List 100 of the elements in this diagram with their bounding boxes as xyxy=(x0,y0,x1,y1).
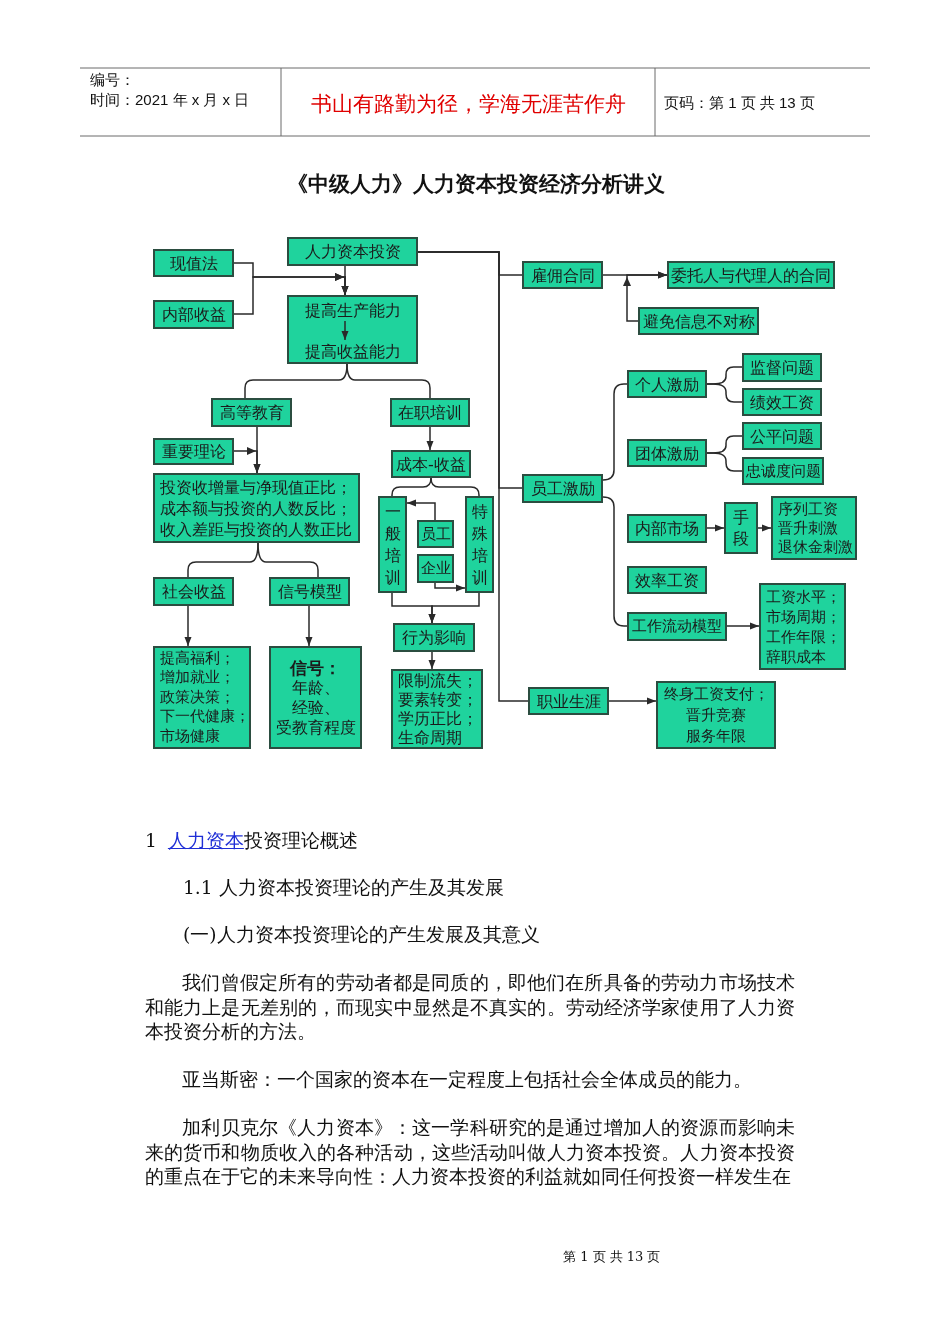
list-item: 退休金刺激 xyxy=(778,537,853,557)
list-item: 增加就业； xyxy=(160,668,235,688)
section-number: 1 xyxy=(145,830,157,851)
list-item: 下一代健康； xyxy=(160,707,250,727)
concept-box: 效率工资 xyxy=(627,566,707,594)
list-item: 工作年限； xyxy=(766,626,841,647)
concept-box: 社会收益 xyxy=(153,577,234,606)
concept-box: 人力资本投资 xyxy=(287,237,418,266)
list-item: 晋升竞赛 xyxy=(686,704,746,726)
list-item: 政策决策； xyxy=(160,687,235,708)
concept-box: 高等教育 xyxy=(211,398,292,427)
list-item: 要素转变； xyxy=(398,690,478,709)
concept-box: 成本-收益 xyxy=(391,450,471,478)
link: 人力资本 xyxy=(167,830,244,851)
concept-box xyxy=(287,295,418,364)
paragraph: 亚当斯密：一个国家的资本在一定程度上包括社会全体成员的能力。 xyxy=(181,1068,754,1092)
list-item: 序列工资 xyxy=(778,499,838,519)
arrow xyxy=(233,447,261,474)
concept-box: 手段 xyxy=(724,502,758,554)
concept-box: 企业 xyxy=(417,554,454,583)
concept-box: 工作流动模型 xyxy=(627,612,727,641)
list-item: 生命周期 xyxy=(398,728,462,747)
list-heading: 信号： xyxy=(290,657,341,678)
concept-box: 监督问题 xyxy=(742,353,822,382)
arrow xyxy=(406,499,436,521)
concept-text: 提高生产能力 xyxy=(290,299,415,321)
list-item: 受教育程度 xyxy=(275,717,356,738)
list-item: 提高福利； xyxy=(160,648,235,669)
concept-box xyxy=(759,583,846,670)
concept-box: 现值法 xyxy=(153,249,234,277)
list-item: 市场周期； xyxy=(766,606,841,627)
arrow xyxy=(426,426,434,451)
list-item: 晋升刺激 xyxy=(778,518,838,538)
arrow xyxy=(623,271,668,322)
brace-line xyxy=(346,363,431,399)
concept-box xyxy=(269,646,362,749)
page-title: 《中级人力》人力资本投资经济分析讲义 xyxy=(287,171,665,197)
arrow xyxy=(184,605,192,647)
concept-box: 内部市场 xyxy=(627,514,707,543)
list-item: 年龄、 xyxy=(291,677,340,698)
concept-box xyxy=(391,669,483,749)
concept-box: 特殊培训 xyxy=(465,496,494,593)
concept-box: 一般培训 xyxy=(378,496,407,593)
header-text: 时间：2021 年 x 月 x 日 xyxy=(90,90,250,110)
arrow xyxy=(428,592,480,624)
concept-box: 团体激励 xyxy=(627,439,707,467)
concept-box: 员工 xyxy=(417,520,454,548)
heading-text: (一)人力资本投资理论的产生发展及其意义 xyxy=(183,923,540,947)
list-item: 成本额与投资的人数反比； xyxy=(160,497,352,519)
arrow xyxy=(726,622,760,630)
concept-box: 绩效工资 xyxy=(742,388,822,416)
arrow xyxy=(706,524,725,532)
concept-box: 在职培训 xyxy=(390,398,470,427)
brace-line xyxy=(706,452,743,472)
arrow xyxy=(757,524,772,532)
concept-box: 避免信息不对称 xyxy=(638,307,759,335)
heading-text: 1.1 人力资本投资理论的产生及其发展 xyxy=(183,876,504,900)
list-item: 投资收增量与净现值正比； xyxy=(160,476,352,498)
concept-box: 公平问题 xyxy=(742,422,822,450)
heading-text: 投资理论概述 xyxy=(243,830,358,851)
list-item: 学历正比； xyxy=(398,709,478,728)
concept-box xyxy=(771,496,857,560)
list-item: 终身工资支付； xyxy=(663,683,769,705)
concept-text: 提高收益能力 xyxy=(290,340,415,362)
concept-box: 雇佣合同 xyxy=(522,261,603,289)
list-item: 收入差距与投资的人数正比 xyxy=(160,518,352,540)
list-item: 经验、 xyxy=(291,697,340,718)
concept-box xyxy=(153,473,360,543)
concept-box xyxy=(153,646,251,749)
list-item: 限制流失； xyxy=(398,671,478,690)
connector-line xyxy=(417,251,529,702)
concept-box: 个人激励 xyxy=(627,370,707,398)
list-item: 工资水平； xyxy=(766,586,841,607)
arrow xyxy=(341,320,349,341)
brace-line xyxy=(430,477,480,497)
arrow xyxy=(608,697,657,705)
list-item: 市场健康 xyxy=(160,726,220,747)
paragraph: 我们曾假定所有的劳动者都是同质的，即他们在所具备的劳动力市场技术和能力上是无差别的，而现实中显然是不真实的。劳动经济学家使用了人力资本投资分析的方法。 xyxy=(145,971,795,1044)
paragraph: 加利贝克尔《人力资本》：这一学科研究的是通过增加人的资源而影响未来的货币和物质收入的各种活动，这些活动叫做人力资本投资。人力资本投资的重点在于它的未来导向性：人力资本投资的利益就如同任何投资一样发生在 xyxy=(145,1116,795,1189)
motto-text: 书山有路勤为径，学海无涯苦作舟 xyxy=(310,91,626,117)
concept-box xyxy=(656,681,776,749)
arrow xyxy=(305,605,313,647)
arrow xyxy=(233,273,349,315)
concept-box: 行为影响 xyxy=(393,623,475,652)
header-text: 页码：第 1 页 共 13 页 xyxy=(664,93,815,113)
concept-box: 忠诚度问题 xyxy=(742,457,824,485)
list-item: 服务年限 xyxy=(686,725,746,747)
concept-box: 职业生涯 xyxy=(528,687,609,715)
concept-box: 内部收益 xyxy=(153,300,234,329)
concept-box: 委托人与代理人的合同 xyxy=(667,261,835,289)
arrow xyxy=(434,582,466,592)
brace-line xyxy=(391,477,432,497)
brace-line xyxy=(706,383,743,403)
header-text: 编号： xyxy=(90,70,135,90)
brace-line xyxy=(602,496,628,627)
arrow xyxy=(428,651,436,670)
page-footer: 第 1 页 共 13 页 xyxy=(563,1248,661,1265)
list-item: 辞职成本 xyxy=(766,646,826,667)
concept-box: 员工激励 xyxy=(522,474,603,503)
concept-box: 信号模型 xyxy=(269,577,350,606)
